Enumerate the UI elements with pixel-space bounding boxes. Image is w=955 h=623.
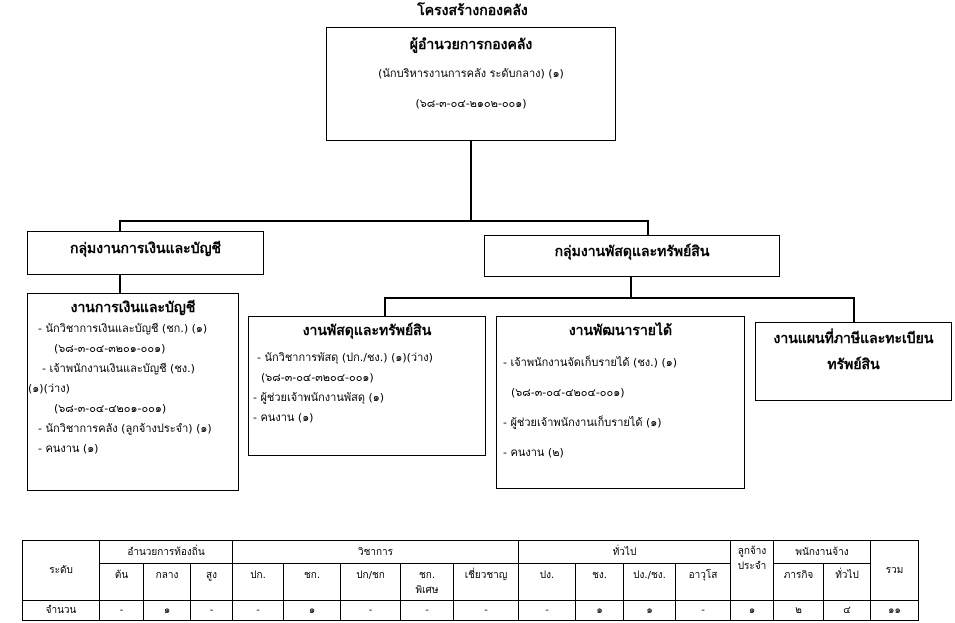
unit-box-supplies: งานพัสดุและทรัพย์สิน - นักวิชาการพัสดุ (… bbox=[248, 316, 486, 456]
director-title: ผู้อำนวยการกองคลัง bbox=[409, 37, 533, 53]
header-group: วิชาการ bbox=[232, 540, 519, 564]
group-title: กลุ่มงานการเงินและบัญชี bbox=[69, 241, 222, 257]
count-cell: ๑ bbox=[283, 600, 341, 621]
count-cell: ๑๑ bbox=[870, 600, 919, 621]
unit-title: งานพัสดุและทรัพย์สิน bbox=[302, 323, 432, 339]
count-cell: ๑ bbox=[623, 600, 676, 621]
header-col: ภารกิจ bbox=[773, 563, 824, 601]
director-code: (๖๘-๓-๐๔-๒๑๐๒-๐๐๑) bbox=[415, 97, 527, 110]
unit-line: - ผู้ช่วยเจ้าพนักงานพัสดุ (๑) bbox=[253, 391, 385, 404]
header-col: ทั่วไป bbox=[823, 563, 871, 601]
unit-box-revenue: งานพัฒนารายได้ - เจ้าพนักงานจัดเก็บรายได… bbox=[496, 316, 745, 489]
unit-line: (๖๘-๓-๐๔-๔๒๐๔-๐๐๑) bbox=[511, 386, 625, 399]
header-col: กลาง bbox=[143, 563, 191, 601]
count-row: จำนวน -๑--๑----๑๑-๑๒๔๑๑ bbox=[22, 600, 919, 621]
count-cell: - bbox=[232, 600, 284, 621]
count-cell: ๑ bbox=[730, 600, 774, 621]
header-col: ชง. bbox=[575, 563, 624, 601]
connector bbox=[119, 220, 648, 222]
header-col: ปง./ชง. bbox=[623, 563, 676, 601]
count-cell: - bbox=[340, 600, 401, 621]
unit-title: งานแผนที่ภาษีและทะเบียน bbox=[773, 331, 934, 347]
page-title: โครงสร้างกองคลัง bbox=[417, 3, 528, 19]
count-cell: - bbox=[190, 600, 233, 621]
director-position: (นักบริหารงานการคลัง ระดับกลาง) (๑) bbox=[378, 67, 564, 80]
header-col: ปง. bbox=[518, 563, 576, 601]
header-col: ชก.พิเศษ bbox=[400, 563, 454, 601]
connector bbox=[470, 141, 472, 221]
director-box: ผู้อำนวยการกองคลัง (นักบริหารงานการคลัง … bbox=[326, 27, 616, 141]
count-cell: ๒ bbox=[773, 600, 824, 621]
connector bbox=[119, 220, 121, 232]
count-cell: - bbox=[675, 600, 731, 621]
count-cell: ๔ bbox=[823, 600, 871, 621]
header-group: อำนวยการท้องถิ่น bbox=[99, 540, 233, 564]
group-box-supplies: กลุ่มงานพัสดุและทรัพย์สิน bbox=[484, 235, 780, 277]
header-total: รวม bbox=[870, 540, 919, 601]
unit-line: - คนงาน (๒) bbox=[503, 446, 564, 459]
connector bbox=[119, 275, 121, 293]
header-col: สูง bbox=[190, 563, 233, 601]
group-box-finance: กลุ่มงานการเงินและบัญชี bbox=[27, 231, 264, 275]
unit-line: (๖๘-๓-๐๔-๓๒๐๑-๐๐๑) bbox=[54, 342, 166, 355]
unit-title: งานพัฒนารายได้ bbox=[568, 323, 673, 339]
header-col: เชี่ยวชาญ bbox=[453, 563, 519, 601]
header-group: ทั่วไป bbox=[518, 540, 731, 564]
header-col: ชก. bbox=[283, 563, 341, 601]
unit-box-finance: งานการเงินและบัญชี - นักวิชาการเงินและบั… bbox=[27, 293, 239, 491]
count-cell: - bbox=[99, 600, 144, 621]
unit-line: - คนงาน (๑) bbox=[38, 442, 99, 455]
count-cell: ๑ bbox=[143, 600, 191, 621]
unit-title: งานการเงินและบัญชี bbox=[70, 300, 196, 316]
count-cell: - bbox=[453, 600, 519, 621]
group-title: กลุ่มงานพัสดุและทรัพย์สิน bbox=[554, 244, 710, 260]
unit-line: - นักวิชาการคลัง (ลูกจ้างประจำ) (๑) bbox=[38, 422, 212, 435]
header-level: ระดับ bbox=[22, 540, 100, 601]
unit-line: - คนงาน (๑) bbox=[253, 411, 314, 424]
header-col: อาวุโส bbox=[675, 563, 731, 601]
header-col: ต้น bbox=[99, 563, 144, 601]
header-permanent: ลูกจ้างประจำ bbox=[730, 540, 774, 601]
unit-line: (๖๘-๓-๐๔-๔๒๐๑-๐๐๑) bbox=[54, 402, 167, 415]
header-group: พนักงานจ้าง bbox=[773, 540, 871, 564]
unit-line: - ผู้ช่วยเจ้าพนักงานเก็บรายได้ (๑) bbox=[503, 416, 662, 429]
header-col: ปก/ชก bbox=[340, 563, 401, 601]
count-cell: ๑ bbox=[575, 600, 624, 621]
unit-line: (๑)(ว่าง) bbox=[28, 382, 70, 395]
unit-line: - นักวิชาการเงินและบัญชี (ชก.) (๑) bbox=[38, 322, 208, 335]
header-col: ปก. bbox=[232, 563, 284, 601]
staff-summary-table: ระดับ อำนวยการท้องถิ่น วิชาการ ทั่วไป ลู… bbox=[22, 540, 919, 621]
connector bbox=[384, 297, 386, 317]
connector bbox=[630, 277, 632, 297]
count-cell: - bbox=[400, 600, 454, 621]
connector bbox=[853, 297, 855, 323]
unit-line: - นักวิชาการพัสดุ (ปก./ชง.) (๑)(ว่าง) bbox=[257, 351, 433, 364]
count-cell: - bbox=[518, 600, 576, 621]
unit-box-tax-map: งานแผนที่ภาษีและทะเบียน ทรัพย์สิน bbox=[755, 322, 952, 401]
unit-title: ทรัพย์สิน bbox=[827, 357, 880, 373]
count-label: จำนวน bbox=[22, 600, 100, 621]
connector bbox=[647, 220, 649, 236]
unit-line: - เจ้าพนักงานจัดเก็บรายได้ (ชง.) (๑) bbox=[503, 356, 678, 369]
unit-line: - เจ้าพนักงานเงินและบัญชี (ชง.) bbox=[42, 362, 195, 375]
connector bbox=[384, 297, 854, 299]
unit-line: (๖๘-๓-๐๔-๓๒๐๔-๐๐๑) bbox=[261, 371, 374, 384]
